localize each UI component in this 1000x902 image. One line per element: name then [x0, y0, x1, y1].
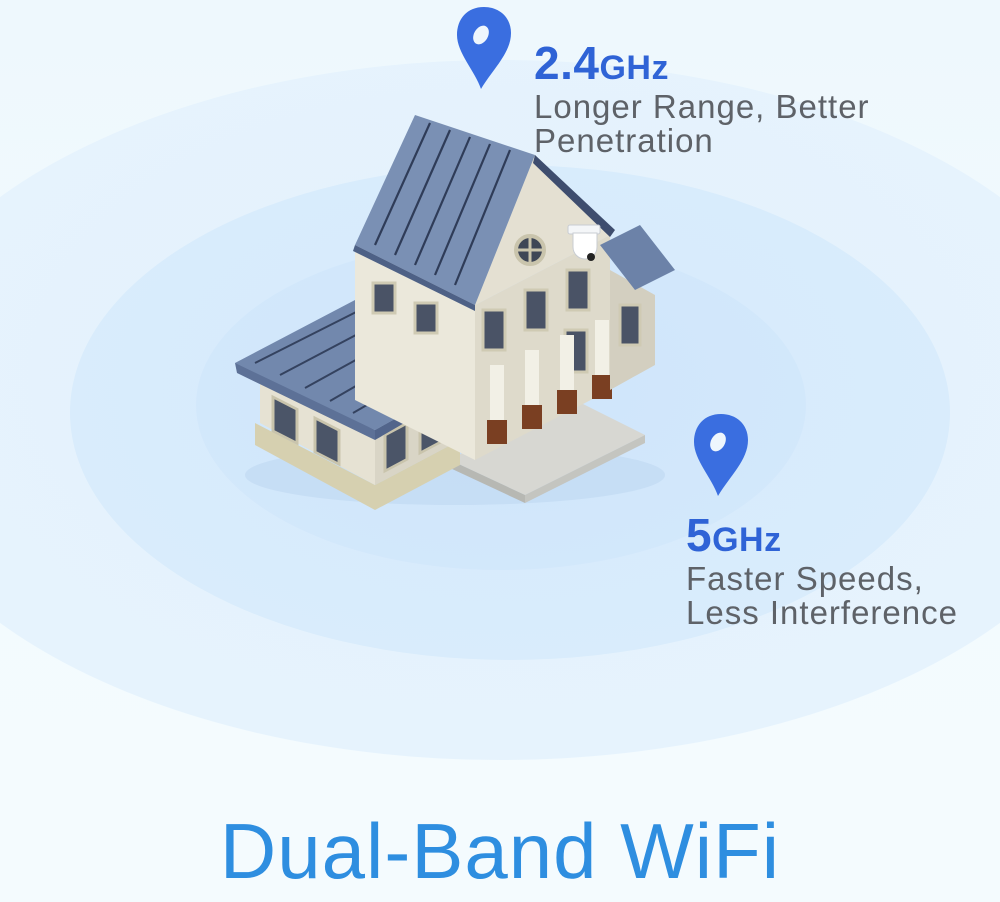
band-description-line: Longer Range, Better	[534, 88, 870, 125]
band-description-5ghz: Faster Speeds, Less Interference	[686, 562, 958, 630]
location-pin-icon-2-4ghz	[457, 7, 511, 89]
band-title-5ghz: 5GHz	[686, 512, 958, 558]
band-frequency-number: 5	[686, 509, 713, 561]
band-description-2-4ghz: Longer Range, Better Penetration	[534, 90, 870, 158]
band-description-line: Less Interference	[686, 594, 958, 631]
band-frequency-number: 2.4	[534, 37, 600, 89]
headline: Dual-Band WiFi	[219, 807, 781, 895]
band-5ghz: 5GHz Faster Speeds, Less Interference	[686, 512, 958, 630]
band-description-line: Penetration	[534, 122, 714, 159]
band-frequency-unit: GHz	[599, 49, 669, 87]
band-frequency-unit: GHz	[712, 521, 782, 559]
band-description-line: Faster Speeds,	[686, 560, 924, 597]
band-2-4ghz: 2.4GHz Longer Range, Better Penetration	[534, 40, 870, 158]
camera-icon	[567, 224, 601, 261]
location-pin-icon-5ghz	[694, 414, 748, 496]
band-title-2-4ghz: 2.4GHz	[534, 40, 870, 86]
house-illustration	[235, 115, 675, 510]
